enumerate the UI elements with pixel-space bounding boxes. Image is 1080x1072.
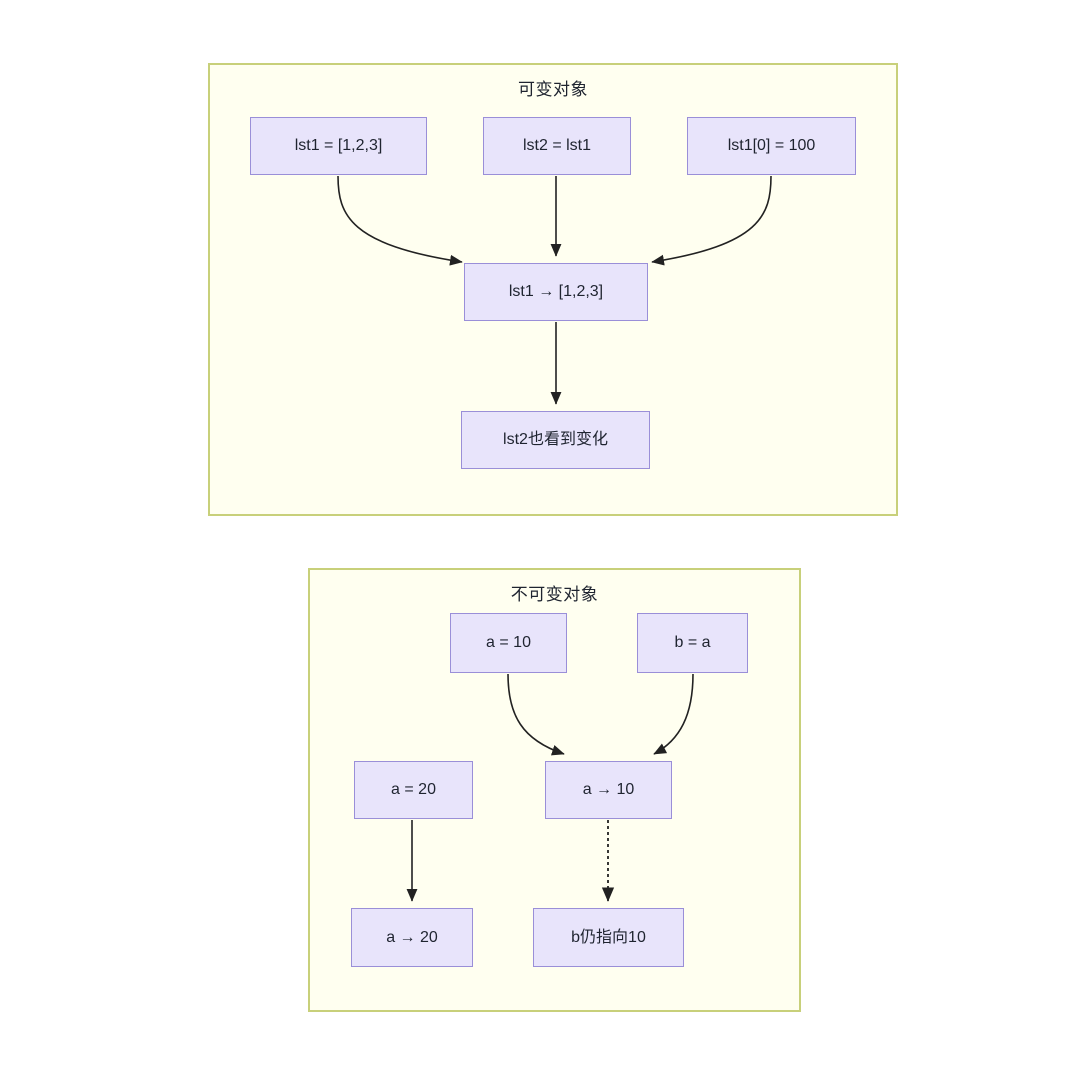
- node-b-still-points-to-10[interactable]: b仍指向10: [533, 908, 684, 967]
- panel-mutable-title: 可变对象: [518, 80, 588, 99]
- panel-immutable-title: 不可变对象: [510, 585, 599, 604]
- node-lst2-assign[interactable]: lst2 = lst1: [483, 117, 631, 175]
- node-a-points-to-10[interactable]: a → 10: [545, 761, 672, 819]
- node-b-assign-a[interactable]: b = a: [637, 613, 748, 673]
- node-lst1-points-to-list[interactable]: lst1 → [1,2,3]: [464, 263, 648, 321]
- node-lst1-assign[interactable]: lst1 = [1,2,3]: [250, 117, 427, 175]
- node-a-points-to-20[interactable]: a → 20: [351, 908, 473, 967]
- node-a-assign-20[interactable]: a = 20: [354, 761, 473, 819]
- node-a-assign-10[interactable]: a = 10: [450, 613, 567, 673]
- node-lst1-index-assign[interactable]: lst1[0] = 100: [687, 117, 856, 175]
- node-lst2-sees-change[interactable]: lst2也看到变化: [461, 411, 650, 469]
